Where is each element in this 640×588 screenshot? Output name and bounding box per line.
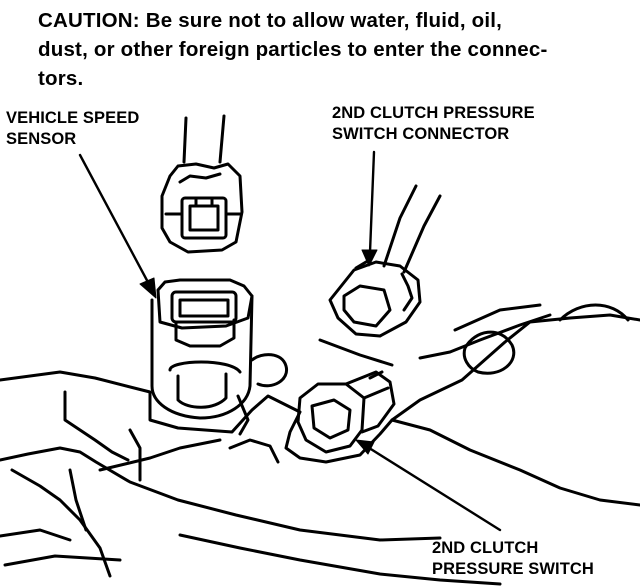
caution-note: CAUTION: Be sure not to allow water, flu… [38,6,634,93]
clutch-pressure-switch-label: 2ND CLUTCH PRESSURE SWITCH [432,538,594,580]
clutch-pressure-switch-leader [364,444,502,532]
vehicle-speed-sensor-leader [78,153,152,288]
caution-line-3: tors. [38,67,84,90]
clutch-pressure-switch-connector-label-line-1: 2ND CLUTCH PRESSURE [332,104,535,122]
clutch-pressure-switch-label-line-2: PRESSURE SWITCH [432,560,594,578]
transmission-housing [0,303,640,586]
vehicle-speed-sensor [150,278,289,436]
vehicle-speed-sensor-label-line-1: VEHICLE SPEED [6,109,140,127]
clutch-pressure-switch-label-line-1: 2ND CLUTCH [432,539,539,557]
clutch-pressure-switch-connector [328,184,442,338]
clutch-pressure-switch-connector-label: 2ND CLUTCH PRESSURE SWITCH CONNECTOR [332,103,535,145]
clutch-pressure-switch [296,370,396,454]
vehicle-speed-sensor-label: VEHICLE SPEED SENSOR [6,108,139,150]
vehicle-speed-sensor-arrowhead [139,277,157,299]
caution-line-2: dust, or other foreign particles to ente… [38,38,548,61]
caution-line-1: CAUTION: Be sure not to allow water, flu… [38,9,503,32]
clutch-pressure-switch-arrowhead [355,439,375,455]
vehicle-speed-sensor-label-line-2: SENSOR [6,130,77,148]
vehicle-speed-sensor-connector [160,114,244,254]
clutch-pressure-switch-connector-arrowhead [361,249,378,267]
clutch-pressure-switch-connector-label-line-2: SWITCH CONNECTOR [332,125,510,143]
leader-lines [78,150,502,532]
clutch-pressure-switch-connector-leader [368,150,376,254]
arrowheads [139,249,378,455]
